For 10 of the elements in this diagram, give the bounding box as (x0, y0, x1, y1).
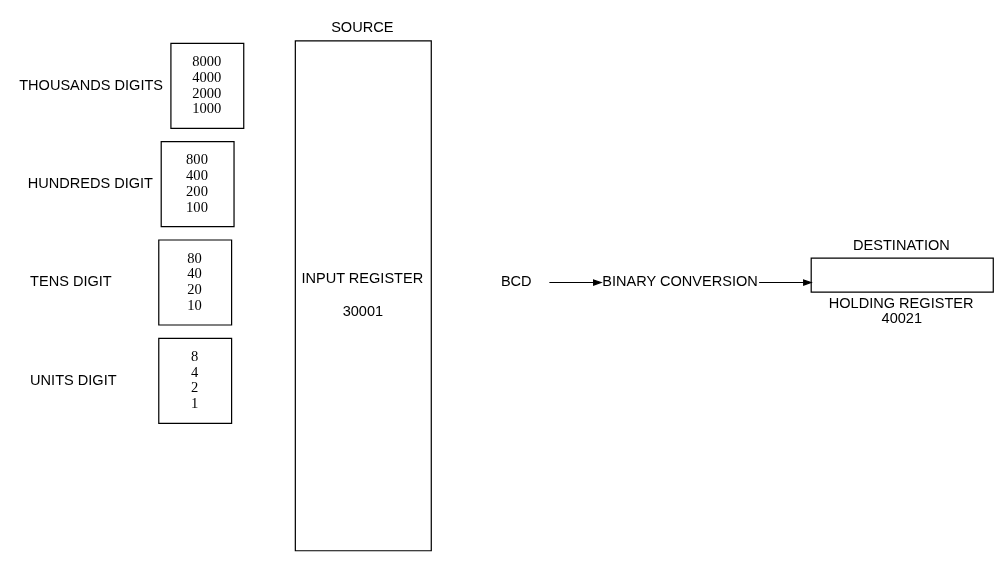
node-label: TENS DIGIT (30, 273, 112, 290)
node-label: THOUSANDS DIGITS (19, 76, 164, 93)
node-label: DESTINATION (853, 237, 950, 254)
node-label: UNITS DIGIT (30, 371, 117, 388)
node-text: BCD (500, 273, 532, 290)
node-label: 40021 (881, 310, 923, 327)
node-text: BINARY CONVERSION (602, 273, 758, 290)
node-label: SOURCE (331, 18, 394, 35)
node-label: HOLDING REGISTER (828, 294, 974, 311)
node-label: HUNDREDS DIGIT (27, 174, 153, 191)
